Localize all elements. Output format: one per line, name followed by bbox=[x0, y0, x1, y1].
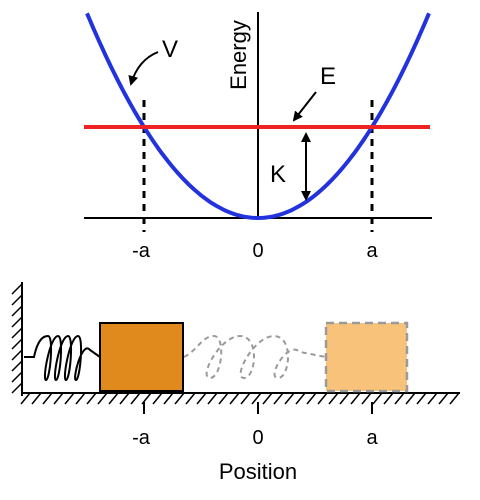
tick-label-neg-a-top: -a bbox=[132, 240, 151, 262]
potential-label-arrow bbox=[128, 51, 159, 86]
floor-hatching bbox=[20, 392, 460, 405]
ghost-mass-block bbox=[324, 321, 409, 393]
wall-hatching bbox=[11, 283, 23, 394]
total-energy-label-arrow bbox=[292, 91, 317, 122]
ghost-spring bbox=[183, 334, 327, 380]
potential-label: V bbox=[162, 36, 178, 63]
tick-label-zero-top: 0 bbox=[252, 240, 263, 262]
position-axis-label: Position bbox=[219, 459, 297, 484]
tick-label-a-top: a bbox=[366, 240, 378, 262]
tick-label-zero-bottom: 0 bbox=[252, 427, 263, 449]
spring bbox=[24, 334, 101, 382]
kinetic-energy-label: K bbox=[270, 161, 286, 188]
tick-label-a-bottom: a bbox=[366, 427, 378, 449]
tick-label-neg-a-bottom: -a bbox=[132, 427, 151, 449]
mass-block bbox=[99, 322, 184, 392]
energy-axis-label: Energy bbox=[226, 20, 251, 90]
total-energy-label: E bbox=[320, 63, 336, 90]
